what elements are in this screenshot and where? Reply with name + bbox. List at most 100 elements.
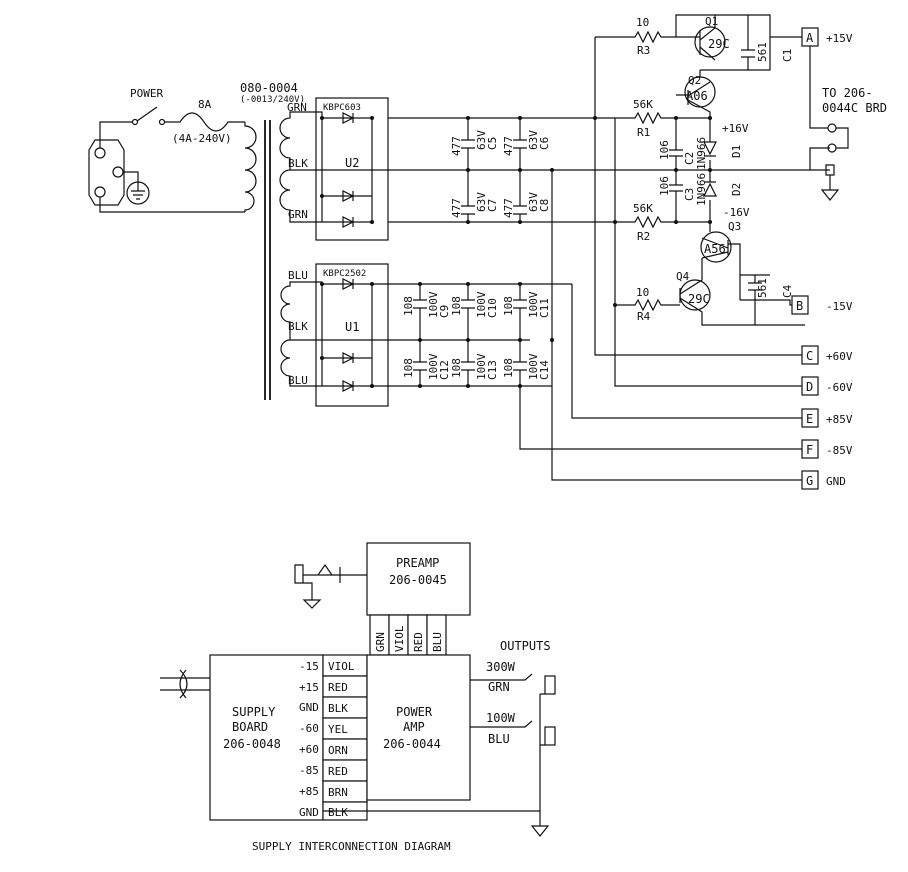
c10-value: 108 bbox=[450, 296, 463, 316]
supply-pin-5: +60 bbox=[299, 743, 319, 756]
harness-wire-6: RED bbox=[328, 765, 348, 778]
c12-ref: C12 bbox=[438, 360, 451, 380]
c11-ref: C11 bbox=[538, 298, 551, 318]
c10-ref: C10 bbox=[486, 298, 499, 318]
d1-ref: D1 bbox=[730, 145, 743, 158]
supply-pin-2: +15 bbox=[299, 681, 319, 694]
c2-ref: C2 bbox=[683, 152, 696, 165]
terminal-f: F -85V bbox=[801, 439, 853, 459]
harness-wire-1: VIOL bbox=[328, 660, 355, 673]
preamp-wire-4: BLU bbox=[431, 632, 444, 652]
terminal-f-label: -85V bbox=[826, 444, 853, 457]
c3-value: 106 bbox=[658, 176, 671, 196]
c13-ref: C13 bbox=[486, 360, 499, 380]
d1-part: 1N966 bbox=[695, 137, 708, 170]
power-switch-label: POWER bbox=[130, 87, 163, 100]
q2-part: A06 bbox=[686, 89, 708, 103]
c11-voltage: 100V bbox=[527, 291, 540, 318]
terminal-a-label: +15V bbox=[826, 32, 853, 45]
q4-ref: Q4 bbox=[676, 270, 690, 283]
terminal-g: G GND bbox=[801, 470, 846, 490]
terminal-e-label: +85V bbox=[826, 413, 853, 426]
ground-connector: TO 206- 0044C BRD bbox=[802, 36, 887, 201]
terminal-a: A +15V bbox=[801, 27, 853, 47]
terminal-b-label: -15V bbox=[826, 300, 853, 313]
power-switch: POWER bbox=[130, 87, 166, 126]
d2-part: 1N966 bbox=[695, 173, 708, 206]
r3-value: 10 bbox=[636, 16, 649, 29]
q1-ref: Q1 bbox=[705, 15, 718, 28]
terminal-d-letter: D bbox=[806, 380, 813, 394]
c1-ref: C1 bbox=[781, 49, 794, 62]
supply-pin-8: GND bbox=[299, 806, 319, 819]
terminal-c-letter: C bbox=[806, 349, 813, 363]
r2-ref: R2 bbox=[637, 230, 650, 243]
terminal-c-label: +60V bbox=[826, 350, 853, 363]
destination-line1: TO 206- bbox=[822, 86, 873, 100]
c8-ref: C8 bbox=[538, 199, 551, 212]
r3-ref: R3 bbox=[637, 44, 650, 57]
harness-wire-5: ORN bbox=[328, 744, 348, 757]
harness-wire-8: BLK bbox=[328, 806, 348, 819]
fuse-rating-alt: (4A-240V) bbox=[172, 132, 232, 145]
terminal-e-letter: E bbox=[806, 412, 813, 426]
preamp-wire-3: RED bbox=[412, 632, 425, 652]
c6-value: 477 bbox=[502, 136, 515, 156]
regulator-pos: 10 R3 56K R1 Q1 29C 561 C1 Q2 A06 106 C2… bbox=[595, 14, 802, 172]
harness: VIOL RED BLK YEL ORN RED BRN BLK bbox=[322, 654, 368, 821]
r1-value: 56K bbox=[633, 98, 653, 111]
fuse: 8A (4A-240V) bbox=[165, 98, 245, 145]
c4-ref: C4 bbox=[781, 284, 794, 298]
amp-name-1: POWER bbox=[396, 705, 433, 719]
wire-label-blu-top: BLU bbox=[288, 269, 308, 282]
outputs: OUTPUTS 300W GRN 100W BLU bbox=[323, 639, 556, 837]
outputs-title: OUTPUTS bbox=[500, 639, 551, 653]
q1-part: 29C bbox=[708, 37, 730, 51]
terminal-c: C +60V bbox=[801, 345, 853, 365]
u1-part: KBPC2502 bbox=[323, 269, 366, 279]
c8-voltage: 63V bbox=[527, 192, 540, 212]
c2-value: 106 bbox=[658, 140, 671, 160]
c14-value: 108 bbox=[502, 358, 515, 378]
q2-ref: Q2 bbox=[688, 74, 701, 87]
amp-part: 206-0044 bbox=[383, 737, 441, 751]
c7-value: 477 bbox=[450, 198, 463, 218]
bridge-u1: KBPC2502 U1 bbox=[300, 263, 389, 407]
c6-ref: C6 bbox=[538, 137, 551, 150]
r4-ref: R4 bbox=[637, 310, 651, 323]
terminal-a-letter: A bbox=[806, 31, 814, 45]
q4-part: 29C bbox=[688, 292, 710, 306]
d2-voltage: -16V bbox=[723, 206, 750, 219]
c12-voltage: 100V bbox=[427, 353, 440, 380]
harness-wire-7: BRN bbox=[328, 786, 348, 799]
output1-wire: GRN bbox=[488, 680, 510, 694]
harness-wire-3: BLK bbox=[328, 702, 348, 715]
q3-part: A56 bbox=[704, 242, 726, 256]
supply-name-2: BOARD bbox=[232, 720, 268, 734]
speaker-jack-1 bbox=[544, 675, 556, 695]
wire-label-blu-bottom: BLU bbox=[288, 374, 308, 387]
q3-ref: Q3 bbox=[728, 220, 741, 233]
regulator-neg: 56K R2 106 C3 1N966 D2 -16V Q3 A56 10 R4… bbox=[613, 170, 805, 326]
u2-part: KBPC603 bbox=[323, 103, 361, 113]
supply-pin-3: GND bbox=[299, 701, 319, 714]
wire-label-grn-top: GRN bbox=[287, 101, 307, 114]
output2-wire: BLU bbox=[488, 732, 510, 746]
c5-ref: C5 bbox=[486, 137, 499, 150]
supply-pin-1: -15 bbox=[299, 660, 319, 673]
terminal-b-letter: B bbox=[796, 299, 803, 313]
bridge-u2: KBPC603 U2 bbox=[300, 97, 389, 241]
r2-value: 56K bbox=[633, 202, 653, 215]
transformer-part: 080-0004 bbox=[240, 81, 298, 95]
c13-voltage: 100V bbox=[475, 353, 488, 380]
c9-ref: C9 bbox=[438, 305, 451, 318]
terminal-g-label: GND bbox=[826, 475, 846, 488]
c12-value: 108 bbox=[402, 358, 415, 378]
supply-pin-4: -60 bbox=[299, 722, 319, 735]
output1-power: 300W bbox=[486, 660, 516, 674]
r4-value: 10 bbox=[636, 286, 649, 299]
c4-value: 561 bbox=[756, 278, 769, 298]
filter-caps-high: 108 100V C9 108 100V C10 108 100V C11 10… bbox=[290, 282, 572, 388]
speaker-jack-2 bbox=[544, 726, 556, 746]
